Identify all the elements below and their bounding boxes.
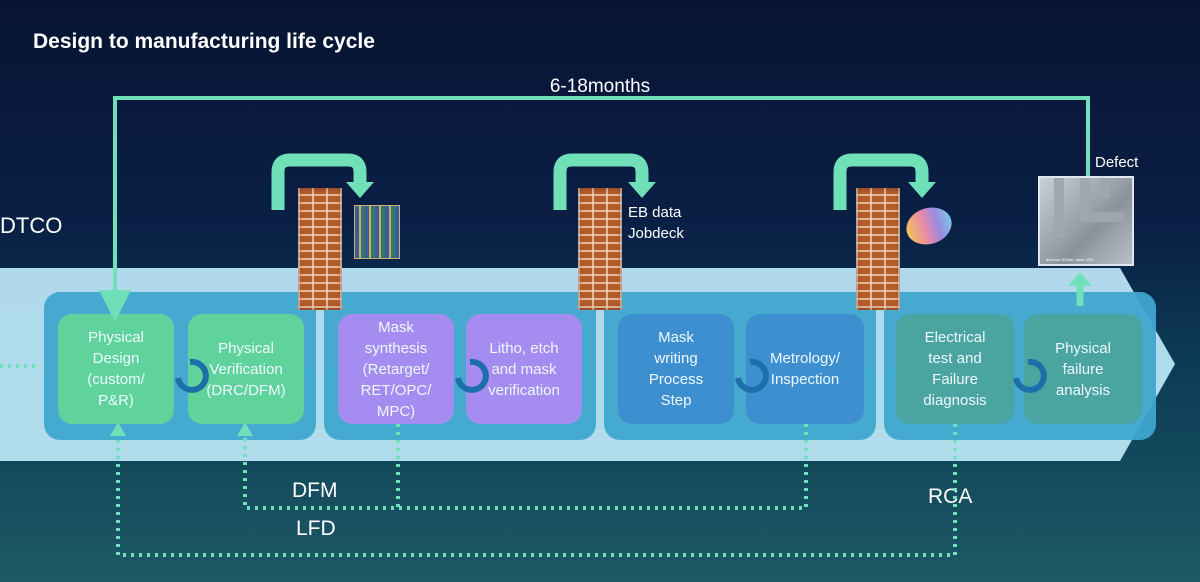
- dfm-arrowhead: [237, 422, 253, 436]
- stage-mask-synthesis: Mask synthesis (Retarget/ RET/OPC/ MPC): [338, 314, 454, 424]
- brick-wall-icon: [298, 188, 342, 310]
- stage-line: (DRC/DFM): [206, 381, 286, 399]
- dfm-label: DFM: [292, 479, 338, 502]
- stage-line: MPC): [376, 402, 416, 420]
- stage-line: Step: [660, 392, 692, 409]
- jobdeck-label: Jobdeck: [628, 225, 684, 242]
- stage-line: failure: [1062, 360, 1104, 378]
- rca-label: RCA: [928, 485, 973, 508]
- lfd-label: LFD: [296, 517, 336, 540]
- stage-line: RET/OPC/: [360, 381, 432, 399]
- stage-line: writing: [654, 350, 698, 367]
- stage-electrical-test: Electrical test and Failure diagnosis: [896, 314, 1014, 424]
- stage-line: Litho, etch: [489, 339, 559, 357]
- stage-line: synthesis: [364, 339, 428, 357]
- stage-line: Inspection: [770, 371, 840, 388]
- stage-mask-writing: Mask writing Process Step: [618, 314, 734, 424]
- stage-line: Mask: [378, 318, 414, 336]
- cycle-time-label: 6-18months: [549, 76, 651, 97]
- stage-line: Metrology/: [769, 350, 841, 367]
- lfd-arrowhead: [110, 422, 126, 436]
- page-title: Design to manufacturing life cycle: [33, 30, 375, 53]
- dtco-label: DTCO: [0, 213, 63, 238]
- stage-line: Physical: [218, 339, 274, 357]
- stage-line: (Retarget/: [362, 360, 430, 378]
- defect-label: Defect: [1095, 154, 1139, 171]
- stage-line: Failure: [932, 371, 978, 388]
- hop-arrow-icon: [271, 153, 374, 210]
- stage-line: verification: [488, 381, 560, 399]
- up-arrow-head: [1068, 272, 1092, 286]
- brick-wall-icon: [578, 188, 622, 310]
- dfm-loop: [243, 424, 400, 510]
- sem-defect-image: defocus 300nm, dose 10%: [1038, 176, 1134, 266]
- sem-caption: defocus 300nm, dose 10%: [1046, 257, 1094, 262]
- stage-line: Process: [648, 371, 704, 388]
- stage-metrology-inspection: Metrology/ Inspection: [746, 314, 864, 424]
- stage-line: diagnosis: [923, 392, 987, 409]
- dfm-loop-right: [398, 424, 808, 510]
- stage-line: P&R): [98, 392, 134, 409]
- stage-line: test and: [928, 350, 982, 367]
- eb-data-label: EB data: [628, 204, 682, 221]
- stage-line: Electrical: [924, 329, 986, 346]
- stage-line: analysis: [1055, 381, 1111, 399]
- stage-line: (custom/: [87, 371, 145, 388]
- stage-line: and mask: [491, 360, 557, 378]
- chip-layout-icon: [354, 205, 400, 259]
- hop-arrow-icon: [553, 153, 656, 210]
- stage-line: Physical: [1055, 339, 1111, 357]
- stage-line: Design: [92, 350, 140, 367]
- stage-physical-design: Physical Design (custom/ P&R): [58, 314, 174, 424]
- stage-line: Mask: [658, 329, 694, 346]
- cycle-arrow-icon: [175, 358, 1047, 393]
- hop-arrow-icon: [833, 153, 936, 210]
- sem-pattern: [1054, 178, 1124, 238]
- brick-wall-icon: [856, 188, 900, 310]
- stage-line: Verification: [209, 360, 283, 378]
- stage-line: Physical: [88, 329, 144, 346]
- cycle-arrow: [99, 96, 1090, 322]
- lfd-loop: [116, 424, 957, 557]
